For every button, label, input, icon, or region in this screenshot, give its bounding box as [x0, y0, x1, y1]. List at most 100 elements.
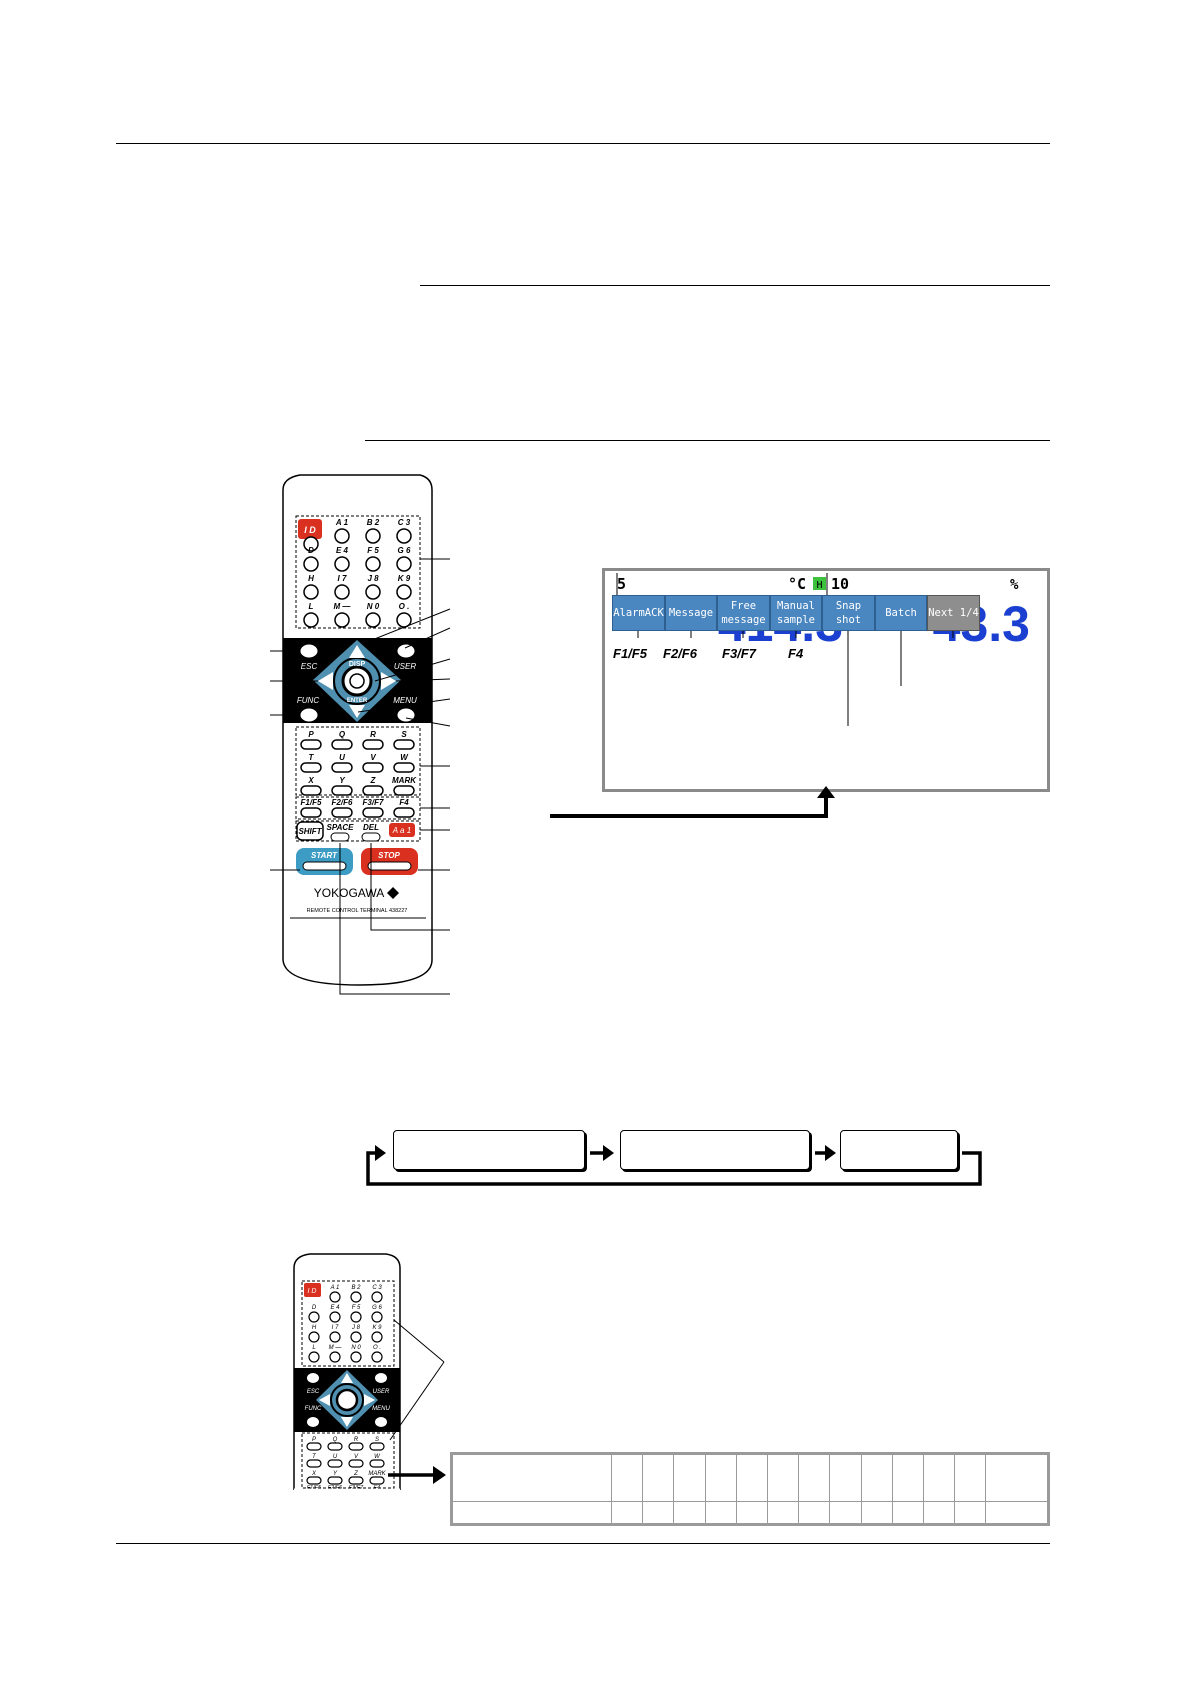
- key-label: F3/F7: [363, 798, 384, 807]
- key-button[interactable]: [371, 1291, 383, 1303]
- key-button[interactable]: [365, 584, 381, 600]
- key-button[interactable]: [350, 1291, 362, 1303]
- key-button[interactable]: [306, 1459, 322, 1468]
- footer-rule: [116, 1543, 1050, 1544]
- key-button[interactable]: [303, 584, 319, 600]
- key-button[interactable]: [362, 739, 384, 750]
- key-button[interactable]: [303, 556, 319, 572]
- key-button[interactable]: [327, 1476, 343, 1485]
- key-button[interactable]: [308, 1351, 320, 1363]
- key-label: A 1: [335, 518, 349, 527]
- key-button[interactable]: [365, 556, 381, 572]
- key-button[interactable]: [393, 762, 415, 773]
- key-button[interactable]: [329, 1331, 341, 1343]
- key-button[interactable]: [329, 1311, 341, 1323]
- key-button[interactable]: [371, 1311, 383, 1323]
- key-button[interactable]: [393, 739, 415, 750]
- id-key[interactable]: [298, 519, 322, 539]
- down-arrow-icon[interactable]: [349, 705, 365, 718]
- key-button[interactable]: [393, 785, 415, 796]
- key-button[interactable]: [300, 807, 322, 818]
- user-key[interactable]: [396, 643, 416, 659]
- left-arrow-icon[interactable]: [318, 672, 333, 690]
- key-button[interactable]: [362, 762, 384, 773]
- shift-key[interactable]: [296, 821, 324, 841]
- svg-text:I D: I D: [308, 1288, 317, 1295]
- key-button[interactable]: [300, 785, 322, 796]
- softkey-batch[interactable]: Batch: [875, 595, 927, 631]
- key-button[interactable]: [334, 556, 350, 572]
- key-button[interactable]: [396, 556, 412, 572]
- svg-text:USER: USER: [373, 1389, 390, 1395]
- key-button[interactable]: [365, 612, 381, 628]
- key-button[interactable]: [329, 1291, 341, 1303]
- key-label: H: [312, 1325, 317, 1331]
- key-button[interactable]: [331, 762, 353, 773]
- alarm-badge: H: [816, 580, 822, 591]
- key-button[interactable]: [331, 739, 353, 750]
- key-label: W: [374, 1454, 381, 1460]
- key-button[interactable]: [396, 584, 412, 600]
- softkey-next-page[interactable]: Next 1/4: [927, 595, 980, 631]
- svg-text:I D: I D: [304, 525, 316, 535]
- key-button[interactable]: [300, 762, 322, 773]
- key-button[interactable]: [300, 739, 322, 750]
- space-key[interactable]: [330, 832, 350, 842]
- key-button[interactable]: [350, 1351, 362, 1363]
- key-label: V: [354, 1454, 359, 1460]
- key-button[interactable]: [369, 1442, 385, 1451]
- del-key[interactable]: [361, 832, 381, 842]
- key-label: E 4: [336, 546, 349, 555]
- key-label: D: [308, 546, 314, 555]
- key-button[interactable]: [327, 1442, 343, 1451]
- key-button[interactable]: [348, 1476, 364, 1485]
- key-button[interactable]: [348, 1442, 364, 1451]
- key-button[interactable]: [334, 528, 350, 544]
- key-button[interactable]: [308, 1331, 320, 1343]
- key-button[interactable]: [331, 785, 353, 796]
- key-button[interactable]: [327, 1459, 343, 1468]
- key-label: G 6: [372, 1305, 382, 1311]
- softkey-snapshot[interactable]: Snap shot: [822, 595, 875, 631]
- key-label: B 2: [367, 518, 380, 527]
- key-button[interactable]: [350, 1311, 362, 1323]
- char-type-key[interactable]: [389, 823, 415, 837]
- key-button[interactable]: [334, 584, 350, 600]
- key-label: K 9: [372, 1325, 382, 1331]
- key-button[interactable]: [371, 1331, 383, 1343]
- softkey-manual-sample[interactable]: Manual sample: [770, 595, 822, 631]
- channel-right: 10: [831, 575, 849, 593]
- key-button[interactable]: [306, 1442, 322, 1451]
- softkey-free-message[interactable]: Free message: [717, 595, 770, 631]
- section-rule-1: [420, 285, 1050, 286]
- key-button[interactable]: [306, 1476, 322, 1485]
- right-arrow-icon[interactable]: [381, 672, 396, 690]
- key-button[interactable]: [308, 1311, 320, 1323]
- key-button[interactable]: [365, 528, 381, 544]
- key-button[interactable]: [348, 1459, 364, 1468]
- key-button[interactable]: [329, 1351, 341, 1363]
- key-button[interactable]: [369, 1459, 385, 1468]
- diamond-icon: [387, 887, 399, 899]
- key-label: MARK: [392, 776, 417, 785]
- softkey-message[interactable]: Message: [665, 595, 717, 631]
- key-label: N 0: [351, 1345, 361, 1351]
- key-button[interactable]: [334, 612, 350, 628]
- svg-text:ESC: ESC: [301, 662, 318, 671]
- channel-left: 5: [617, 575, 626, 593]
- key-button[interactable]: [350, 1331, 362, 1343]
- up-arrow-icon[interactable]: [349, 645, 365, 658]
- key-button[interactable]: [396, 528, 412, 544]
- key-label: Z: [370, 776, 377, 785]
- key-button[interactable]: [362, 807, 384, 818]
- key-button[interactable]: [362, 785, 384, 796]
- key-button[interactable]: [369, 1476, 385, 1485]
- arrow-pad[interactable]: DISP ENTER: [313, 640, 401, 722]
- key-button[interactable]: [331, 807, 353, 818]
- key-button[interactable]: [303, 612, 319, 628]
- softkey-alarm-ack[interactable]: AlarmACK: [612, 595, 665, 631]
- key-button[interactable]: [393, 807, 415, 818]
- key-label: N 0: [367, 602, 380, 611]
- key-button[interactable]: [371, 1351, 383, 1363]
- svg-text:DEL: DEL: [363, 823, 379, 832]
